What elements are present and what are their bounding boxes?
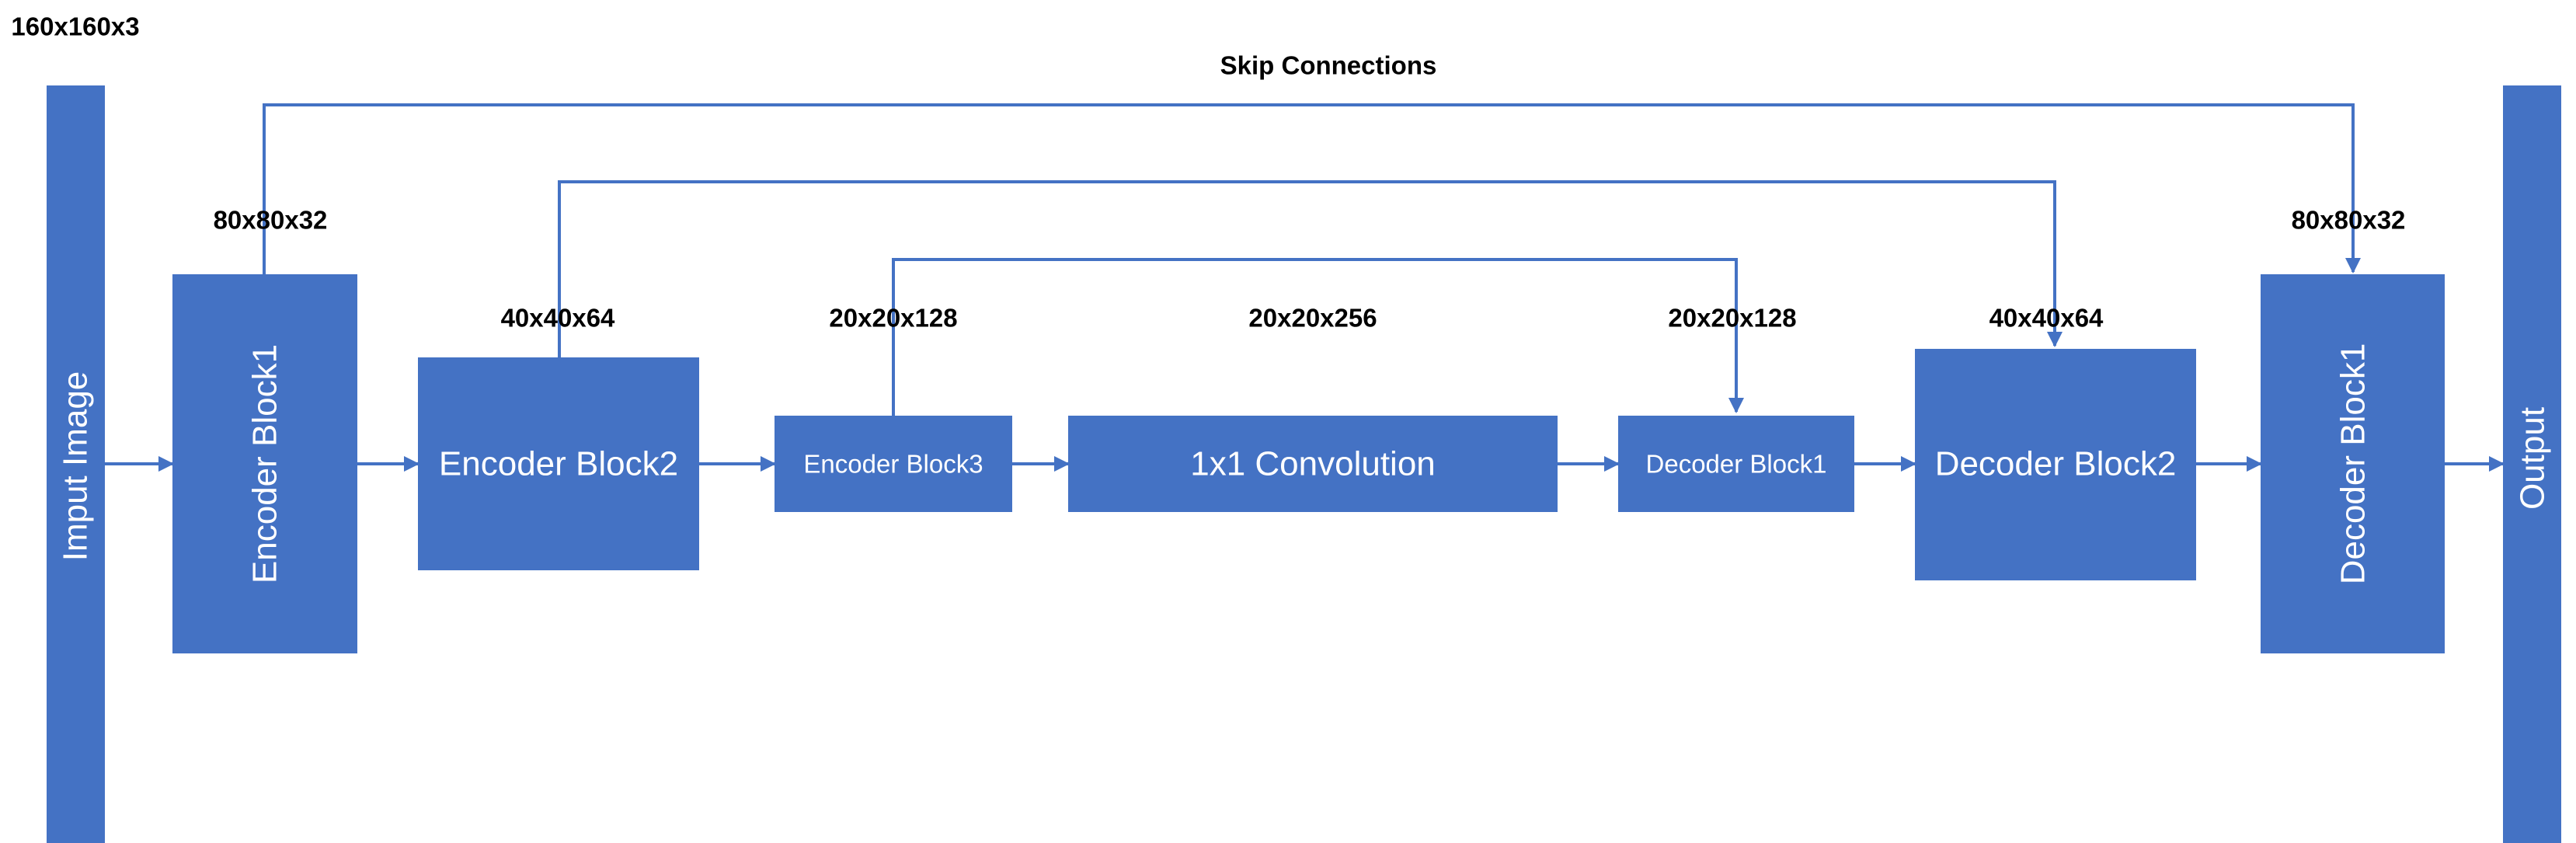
encoder-block-3-label: Encoder Block3 <box>803 450 983 479</box>
decoder-block-1-dimension: 20x20x128 <box>1668 304 1796 333</box>
decoder-block-1-label: Decoder Block1 <box>1646 450 1827 479</box>
decoder-block-2-dimension: 40x40x64 <box>1989 304 2104 333</box>
skip-connections <box>263 103 2361 416</box>
decoder-block-1: Decoder Block1 <box>1618 416 1854 512</box>
conv-1x1-label: 1x1 Convolution <box>1190 445 1436 483</box>
decoder-block-2: Decoder Block2 <box>1915 349 2196 580</box>
encoder-block-2-label: Encoder Block2 <box>439 445 678 483</box>
input-image-block: Imput Image <box>47 85 105 843</box>
decoder-block-3-dimension: 80x80x32 <box>2292 206 2406 235</box>
encoder-block-3: Encoder Block3 <box>775 416 1012 512</box>
output-label: Output <box>2514 407 2552 510</box>
encoder-block-1-dimension: 80x80x32 <box>214 206 328 235</box>
decoder-block-3: Decoder Block1 <box>2261 274 2445 653</box>
conv-1x1-block: 1x1 Convolution <box>1068 416 1558 512</box>
decoder-block-2-label: Decoder Block2 <box>1935 445 2177 483</box>
output-block: Output <box>2503 85 2561 843</box>
encoder-block-2: Encoder Block2 <box>418 357 699 570</box>
encoder-block-3-dimension: 20x20x128 <box>829 304 957 333</box>
conv-1x1-dimension: 20x20x256 <box>1248 304 1377 333</box>
input-image-label: Imput Image <box>57 371 95 562</box>
skip-connection-inner <box>892 258 1744 416</box>
decoder-block-3-label: Decoder Block1 <box>2334 343 2372 585</box>
skip-connections-title: Skip Connections <box>1220 51 1437 80</box>
encoder-block-1-label: Encoder Block1 <box>246 344 284 583</box>
skip-connection-middle <box>558 180 2063 357</box>
encoder-block-2-dimension: 40x40x64 <box>501 304 615 333</box>
input-dimension-label: 160x160x3 <box>11 12 139 41</box>
encoder-block-1: Encoder Block1 <box>172 274 357 653</box>
skip-connection-outer <box>263 103 2361 276</box>
